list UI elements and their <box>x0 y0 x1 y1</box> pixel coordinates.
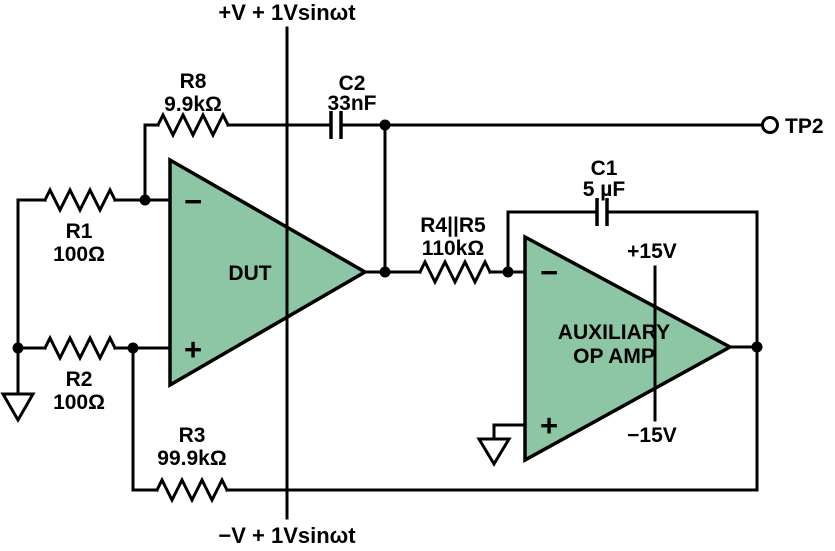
wire-c1-left-branch <box>506 210 599 274</box>
c2-value: 33nF <box>327 92 376 115</box>
aux-label-line1: AUXILIARY <box>558 321 670 344</box>
r4-r5-name: R4||R5 <box>420 214 486 237</box>
c1-value: 5 µF <box>583 178 626 201</box>
wire-feedback-bottom-left <box>131 346 159 492</box>
dut-noninverting-input-sign: + <box>184 332 202 367</box>
aux-positive-supply-label: +15V <box>627 240 677 263</box>
r2-value: 100Ω <box>53 391 105 414</box>
junction-dot-dut-output <box>379 266 391 278</box>
aux-noninverting-input-sign: + <box>540 408 558 443</box>
aux-label-line2: OP AMP <box>573 345 655 368</box>
dut-inverting-input-sign: − <box>184 184 202 219</box>
r1-value: 100Ω <box>53 243 105 266</box>
c2-name: C2 <box>339 72 366 95</box>
capacitor-c2 <box>329 111 343 139</box>
r8-value: 9.9kΩ <box>164 93 222 116</box>
wire-aux-plus-to-ground <box>492 423 527 441</box>
c1-name: C1 <box>591 157 618 180</box>
capacitor-c1 <box>595 198 609 226</box>
wire-feedback-top-left <box>143 123 160 202</box>
junction-dot-r2-feedback <box>127 342 139 354</box>
aux-opamp-body <box>523 234 734 463</box>
resistor-r4-r5 <box>417 258 493 286</box>
dut-opamp-body <box>168 156 369 389</box>
dut-label: DUT <box>228 262 271 285</box>
junction-dot-left-rail <box>12 342 24 354</box>
junction-dot-r1-feedback <box>139 194 151 206</box>
r8-name: R8 <box>180 70 207 93</box>
resistor-r1 <box>42 186 118 214</box>
junction-dot-c1-branch <box>502 266 514 278</box>
bottom-supply-label: −V + 1Vsinωt <box>218 523 356 548</box>
r3-value: 99.9kΩ <box>157 447 226 470</box>
wire-c1-right-branch <box>605 210 759 492</box>
resistor-r3 <box>154 476 230 504</box>
tp2-label: TP2 <box>785 115 824 138</box>
ground-symbol-left <box>0 392 36 424</box>
r4-r5-value: 110kΩ <box>422 237 484 260</box>
junction-dot-aux-output <box>751 341 763 353</box>
r3-name: R3 <box>179 424 206 447</box>
r1-name: R1 <box>66 220 93 243</box>
resistor-r8 <box>155 111 231 139</box>
aux-negative-supply-label: −15V <box>627 424 677 447</box>
top-supply-label: +V + 1Vsinωt <box>218 0 356 25</box>
junction-dot-tp2-line <box>379 119 391 131</box>
resistor-r2 <box>42 334 118 362</box>
ground-symbol-aux <box>476 437 512 467</box>
r2-name: R2 <box>66 368 93 391</box>
aux-inverting-input-sign: − <box>540 255 558 290</box>
testpoint-tp2-terminal <box>761 116 779 134</box>
